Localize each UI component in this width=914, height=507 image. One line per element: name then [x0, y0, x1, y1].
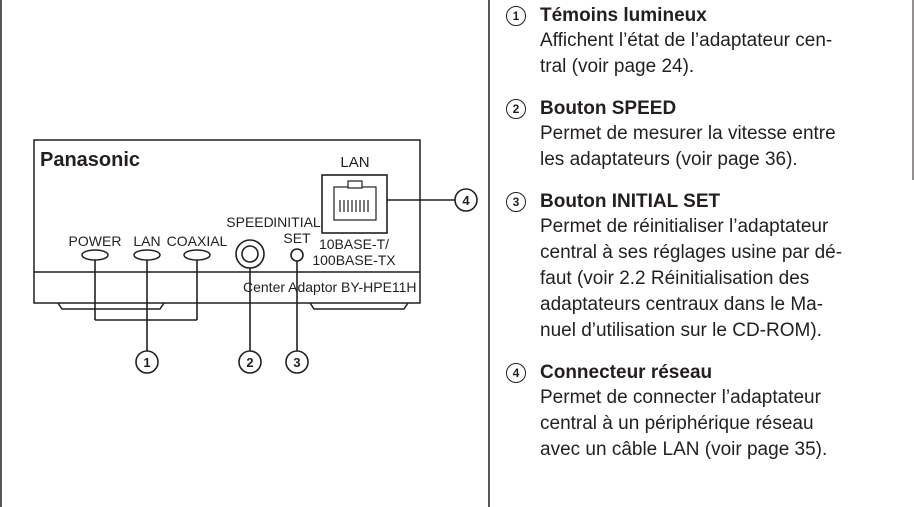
description-line: faut (voir 2.2 Réinitialisation des — [540, 268, 810, 289]
device-foot-right — [309, 302, 409, 310]
item-description-2: Permet de mesurer la vitesse entre les a… — [540, 121, 902, 173]
device-figure: Panasonic LAN 10BASE-T/ 100BASE-TX POWER… — [33, 139, 478, 374]
description-line: central à un périphérique réseau — [540, 413, 814, 434]
lan-port-label: LAN — [340, 154, 369, 171]
description-line: avec un câble LAN (voir page 35). — [540, 439, 828, 460]
lan-port-spec-line2: 100BASE-TX — [312, 252, 396, 268]
item-description-3: Permet de réinitialiser l’adaptateur cen… — [540, 214, 902, 344]
led-power — [81, 249, 109, 261]
description-line: Permet de connecter l’adaptateur — [540, 387, 821, 408]
svg-text:1: 1 — [143, 355, 150, 370]
leader-lines — [94, 199, 455, 351]
description-line: Permet de mesurer la vitesse entre — [540, 123, 836, 144]
item-title-2: Bouton SPEED — [540, 98, 677, 119]
description-item-2: 2 Bouton SPEED Permet de mesurer la vite… — [506, 97, 902, 173]
description-item-4: 4 Connecteur réseau Permet de connecter … — [506, 361, 902, 463]
led-label-coaxial: COAXIAL — [167, 233, 228, 249]
description-line: adaptateurs centraux dans le Ma- — [540, 294, 824, 315]
description-line: nuel d’utilisation sur le CD-ROM). — [540, 320, 822, 341]
item-number-2: 2 — [506, 99, 526, 119]
description-line: Affichent l’état de l’adaptateur cen- — [540, 30, 833, 51]
led-label-power: POWER — [69, 233, 122, 249]
item-number-4: 4 — [506, 363, 526, 383]
item-title-4: Connecteur réseau — [540, 362, 713, 383]
description-item-3: 3 Bouton INITIAL SET Permet de réinitial… — [506, 190, 902, 344]
lan-port-spec-line1: 10BASE-T/ — [319, 236, 389, 252]
device-foot-left — [57, 302, 165, 310]
svg-text:3: 3 — [293, 355, 300, 370]
description-list: 1 Témoins lumineux Affichent l’état de l… — [506, 4, 902, 480]
initial-set-label-line1: INITIAL — [273, 214, 321, 230]
callout-2: 2 — [238, 350, 262, 374]
led-lan — [133, 249, 161, 261]
description-line: central à ses réglages usine par dé- — [540, 242, 843, 263]
description-line: Permet de réinitialiser l’adaptateur — [540, 216, 829, 237]
item-description-1: Affichent l’état de l’adaptateur cen- tr… — [540, 28, 902, 80]
description-line: les adaptateurs (voir page 36). — [540, 149, 798, 170]
description-item-1: 1 Témoins lumineux Affichent l’état de l… — [506, 4, 902, 80]
svg-text:4: 4 — [462, 193, 470, 208]
callout-1: 1 — [135, 350, 159, 374]
speed-button — [241, 245, 259, 263]
initial-set-label-line2: SET — [283, 230, 311, 246]
speed-button-label: SPEED — [226, 214, 273, 230]
item-title-1: Témoins lumineux — [540, 5, 707, 26]
callout-4: 4 — [454, 188, 478, 212]
lan-port-pins — [339, 200, 369, 212]
callout-3: 3 — [285, 350, 309, 374]
description-line: tral (voir page 24). — [540, 56, 695, 77]
lan-port-latch — [347, 180, 363, 189]
led-label-lan: LAN — [133, 233, 160, 249]
model-label: Center Adaptor BY-HPE11H — [243, 279, 417, 295]
item-number-1: 1 — [506, 6, 526, 26]
brand-logo: Panasonic — [40, 149, 140, 171]
svg-text:2: 2 — [246, 355, 253, 370]
item-title-3: Bouton INITIAL SET — [540, 191, 721, 212]
initial-set-button — [290, 248, 304, 262]
led-coaxial — [183, 249, 211, 261]
item-number-3: 3 — [506, 192, 526, 212]
item-description-4: Permet de connecter l’adaptateur central… — [540, 385, 902, 463]
